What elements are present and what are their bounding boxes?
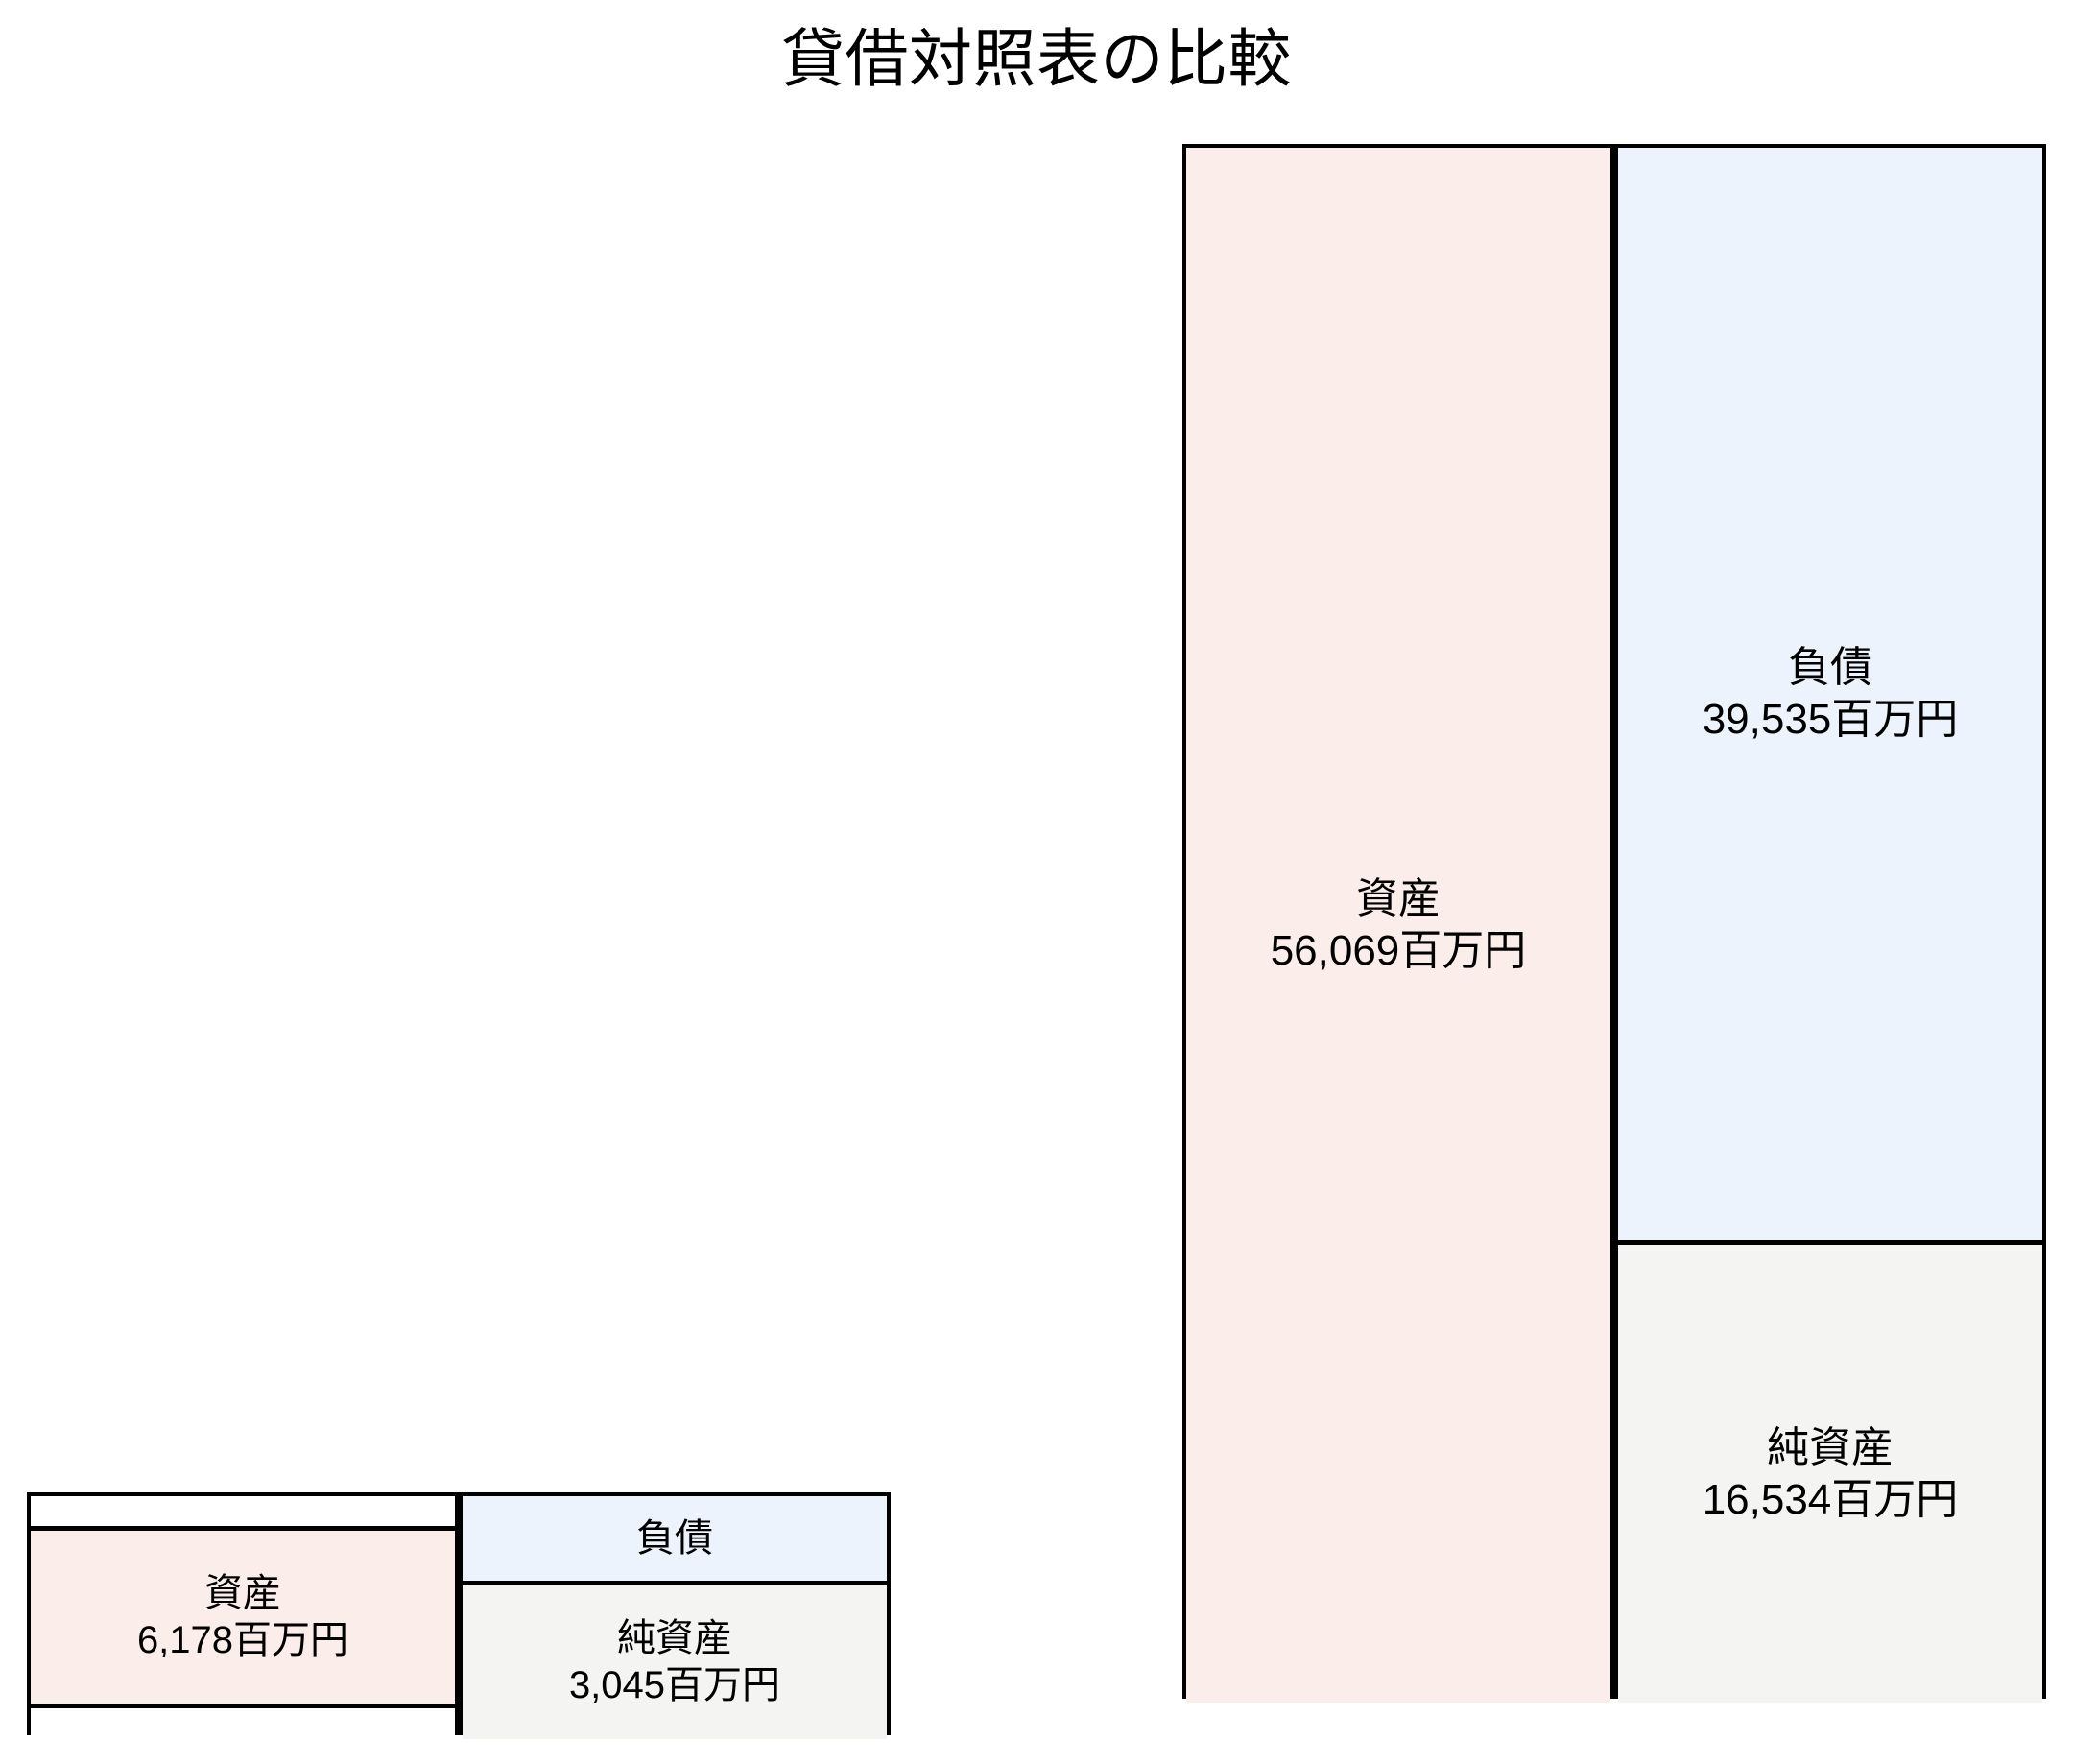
large-assets-segment[interactable]: 資産 56,069百万円 (1186, 148, 1610, 1703)
small-assets-bottom-rule (31, 1704, 455, 1708)
small-net-assets-value: 3,045百万円 (568, 1664, 781, 1706)
large-net-assets-label: 純資産 (1767, 1423, 1894, 1471)
large-liabilities-value: 39,535百万円 (1702, 696, 1959, 743)
large-liabilities-label: 負債 (1788, 644, 1872, 692)
large-liabilities-netassets-column: 負債 39,535百万円 純資産 16,534百万円 (1614, 144, 2046, 1703)
small-net-assets-label: 純資産 (617, 1617, 732, 1660)
small-assets-top-spacer (31, 1496, 455, 1526)
small-assets-value: 6,178百万円 (136, 1619, 349, 1661)
small-assets-label: 資産 (204, 1572, 281, 1615)
small-assets-top-rule (31, 1526, 455, 1531)
large-assets-value: 56,069百万円 (1270, 927, 1527, 974)
large-liabilities-segment[interactable]: 負債 39,535百万円 (1618, 148, 2042, 1240)
small-assets-column: 資産 6,178百万円 (27, 1492, 459, 1739)
large-assets-label: 資産 (1356, 875, 1441, 923)
balance-sheet-chart-large: 資産 56,069百万円 負債 39,535百万円 純資産 16,534百万円 (1182, 144, 2046, 1703)
small-liabilities-label: 負債 (636, 1516, 713, 1560)
large-liabilities-netassets-divider (1618, 1240, 2042, 1245)
small-assets-segment[interactable]: 資産 6,178百万円 (31, 1531, 455, 1704)
large-assets-column: 資産 56,069百万円 (1182, 144, 1614, 1703)
small-net-assets-segment[interactable]: 純資産 3,045百万円 (463, 1585, 887, 1739)
small-liabilities-netassets-divider (463, 1581, 887, 1585)
small-liabilities-segment[interactable]: 負債 (463, 1496, 887, 1581)
large-net-assets-value: 16,534百万円 (1702, 1475, 1959, 1523)
small-assets-bottom-spacer (31, 1708, 455, 1739)
large-net-assets-segment[interactable]: 純資産 16,534百万円 (1618, 1245, 2042, 1703)
small-liabilities-netassets-column: 負債 純資産 3,045百万円 (459, 1492, 891, 1739)
balance-sheet-chart-small: 資産 6,178百万円 負債 純資産 3,045百万円 (27, 1492, 891, 1739)
page-title: 貸借対照表の比較 (781, 23, 1292, 94)
